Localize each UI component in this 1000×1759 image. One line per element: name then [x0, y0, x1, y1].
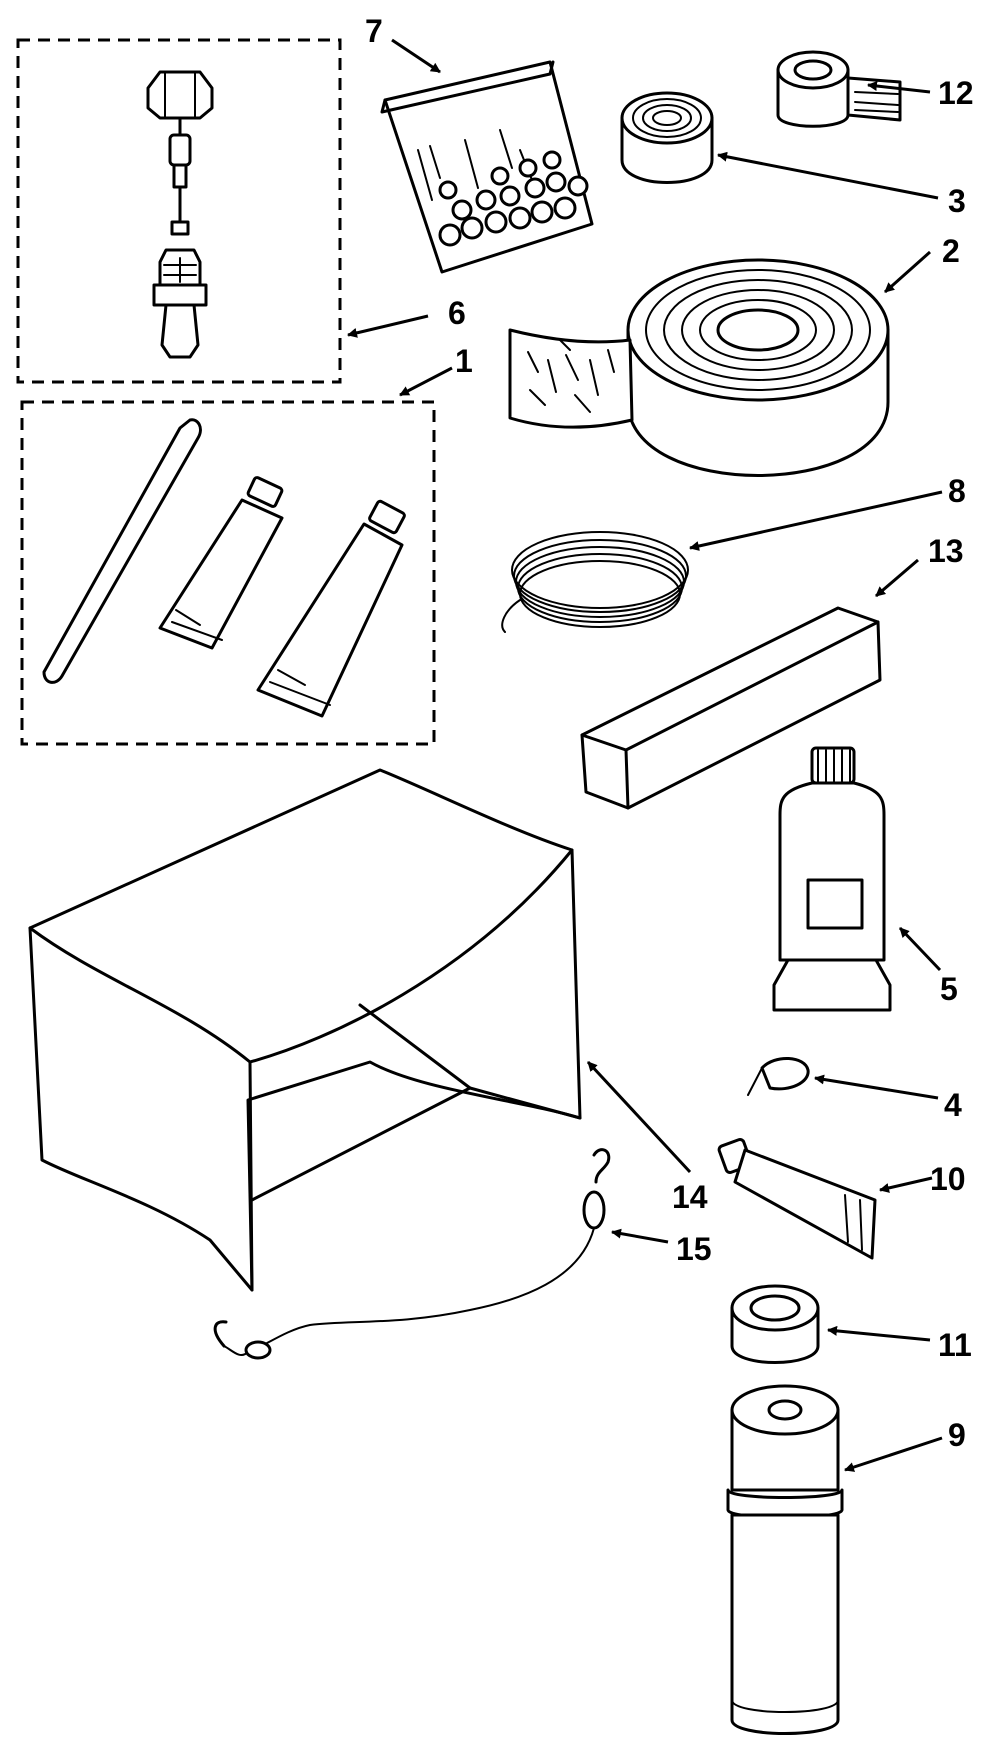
arrow-2	[884, 250, 931, 294]
part-9-spray-can	[726, 1384, 844, 1735]
callout-15: 15	[676, 1231, 712, 1267]
callout-8: 8	[948, 473, 966, 509]
callout-12: 12	[938, 75, 974, 111]
callout-9: 9	[948, 1417, 966, 1453]
arrow-1	[399, 366, 453, 397]
bag-contents-nuts	[438, 150, 589, 247]
part-8-coiled-wire	[501, 531, 689, 633]
part-11-tape-roll	[730, 1284, 820, 1364]
arrow-5	[898, 926, 942, 972]
callout-7: 7	[365, 13, 383, 49]
arrow-10	[879, 1176, 933, 1193]
arrow-12	[867, 81, 931, 94]
callout-10: 10	[930, 1161, 966, 1197]
callout-4: 4	[944, 1087, 962, 1123]
callout-labels: 7 12 3 2 6 1 8 13 5 4 10 14 15 11 9	[365, 13, 974, 1453]
arrow-8	[689, 490, 943, 551]
part-13-foam-block	[580, 606, 882, 810]
part-6-dashed-frame	[16, 38, 342, 384]
sealant-tube-a	[158, 476, 284, 650]
arrow-3	[717, 151, 939, 200]
part-1-dashed-frame	[20, 400, 436, 746]
part-6-valve-assembly	[16, 38, 342, 384]
arrow-9	[844, 1436, 943, 1472]
part-15-hook-cord	[213, 1148, 611, 1360]
arrow-11	[827, 1325, 931, 1342]
callout-arrows	[347, 38, 943, 1472]
callout-1: 1	[455, 343, 473, 379]
callout-3: 3	[948, 183, 966, 219]
sealant-tube-b	[256, 499, 406, 718]
part-14-cover	[28, 768, 582, 1292]
part-12-tape-roll	[776, 50, 902, 128]
part-4-bulb	[747, 1057, 810, 1096]
part-1-sealant-kit	[20, 400, 436, 746]
callout-2: 2	[942, 233, 960, 269]
part-3-small-tape-roll	[620, 91, 714, 184]
callout-11: 11	[938, 1327, 972, 1363]
part-10-tube	[717, 1138, 877, 1260]
callout-6: 6	[448, 295, 466, 331]
arrow-14	[586, 1060, 692, 1174]
part-7-hardware-bag	[380, 60, 594, 274]
arrow-7	[391, 38, 441, 74]
part-5-bottle	[772, 746, 892, 1012]
arrow-4	[814, 1074, 939, 1100]
arrow-6	[347, 314, 429, 338]
arrow-15	[611, 1228, 669, 1244]
callout-13: 13	[928, 533, 964, 569]
part-2-insulation-roll	[508, 258, 890, 477]
callout-14: 14	[672, 1179, 708, 1215]
arrow-13	[875, 558, 919, 598]
callout-5: 5	[940, 971, 958, 1007]
